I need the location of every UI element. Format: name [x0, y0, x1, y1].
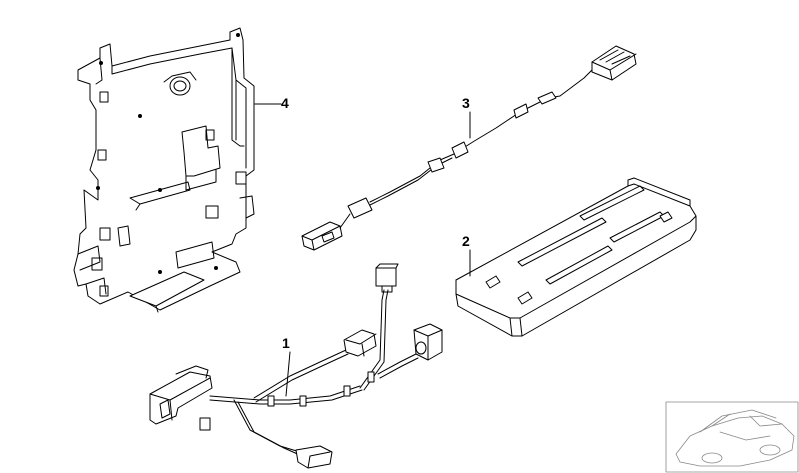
mounting-bracket [73, 27, 255, 313]
callout-part-1: 1 [282, 335, 290, 351]
callout-part-4: 4 [281, 95, 289, 111]
wiring-harness [149, 263, 443, 469]
control-module [455, 177, 697, 337]
callout-part-3: 3 [462, 95, 470, 111]
leader-line-1 [285, 351, 291, 397]
vehicle-thumbnail [665, 401, 799, 473]
connector-cable [301, 45, 637, 251]
callout-part-2: 2 [462, 233, 470, 249]
